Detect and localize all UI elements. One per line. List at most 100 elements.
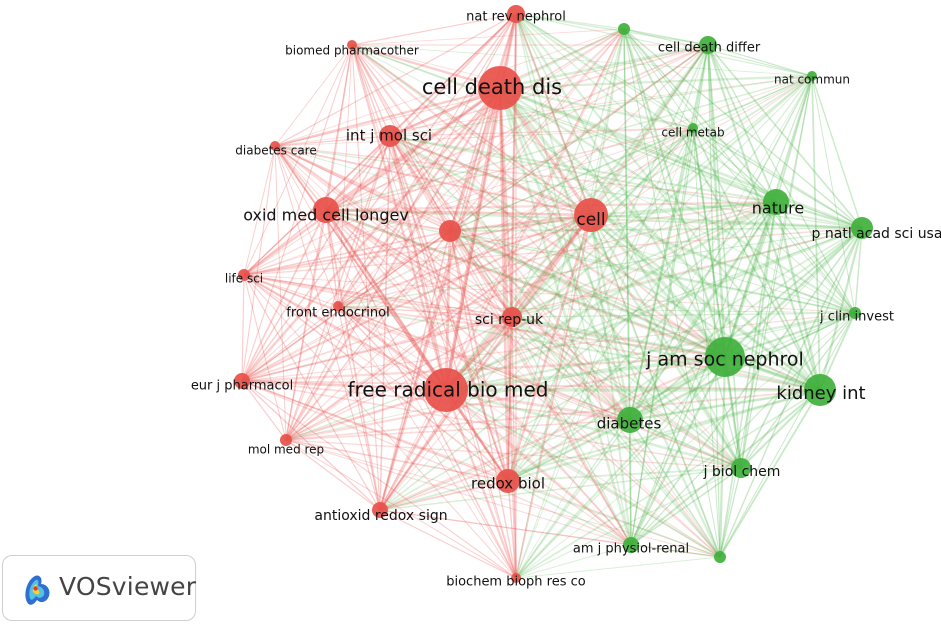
edge-diabetes-care--biochem-bioph-res-co <box>274 145 517 579</box>
edge-sci-rep-uk--j-am-soc-nephrol <box>511 315 726 359</box>
edge-front-endocrinol--redox-biol <box>337 305 509 482</box>
edge-nat-rev-nephrol--cell <box>514 13 593 216</box>
edge-diabetes-care--j-am-soc-nephrol <box>274 145 726 358</box>
edge-p-natl-acad-sci-usa--j-biol-chem <box>740 227 863 469</box>
vosviewer-brand-text: VOSviewer <box>59 572 197 601</box>
node-redox-biol[interactable] <box>496 469 520 493</box>
edge-life-sci--biochem-bioph-res-co <box>243 274 517 579</box>
node-life-sci[interactable] <box>238 269 250 281</box>
edge-cell-death-dis--diabetes <box>498 87 632 421</box>
edge-int-j-mol-sci--eur-j-pharmacol <box>241 135 391 382</box>
edge-j-biol-chem--am-j-physiol-renal <box>630 467 742 546</box>
edge-unlabeled-green-top--nat-commun <box>623 28 813 77</box>
node-eur-j-pharmacol[interactable] <box>234 373 250 389</box>
edge-cell-metab--p-natl-acad-sci-usa <box>692 127 863 229</box>
edge-biochem-bioph-res-co--j-biol-chem <box>515 467 742 579</box>
edge-biomed-pharmacother--oxid-med-cell-longev <box>325 44 353 211</box>
edge-eur-j-pharmacol--cell-metab <box>241 127 694 382</box>
edge-sci-rep-uk--nat-commun <box>511 75 813 318</box>
edge-nat-rev-nephrol--front-endocrinol <box>337 13 517 307</box>
edge-cell-death-dis--redox-biol <box>498 87 510 482</box>
node-int-j-mol-sci[interactable] <box>379 125 401 147</box>
edge-biomed-pharmacother--front-endocrinol <box>337 44 353 307</box>
node-biomed-pharmacother[interactable] <box>347 40 357 50</box>
node-unlabeled-green-bottom[interactable] <box>714 551 726 563</box>
edge-free-radical-bio-med--am-j-physiol-renal <box>445 389 632 546</box>
edge-nat-commun--kidney-int <box>811 75 821 391</box>
node-cell[interactable] <box>574 198 608 232</box>
edge-cell-death-differ--j-biol-chem <box>707 44 742 469</box>
edge-cell-death-dis--biochem-bioph-res-co <box>498 87 518 579</box>
node-j-biol-chem[interactable] <box>731 458 751 478</box>
edge-life-sci--cell-death-differ <box>243 44 709 276</box>
node-sci-rep-uk[interactable] <box>502 307 522 327</box>
edge-cell--eur-j-pharmacol <box>241 214 592 382</box>
edge-biomed-pharmacother--unlabeled-red <box>351 44 451 232</box>
node-oxid-med-cell-longev[interactable] <box>313 197 339 223</box>
node-cell-metab[interactable] <box>688 123 698 133</box>
edge-redox-biol--antioxid-redox-sign <box>379 480 509 511</box>
edge-antioxid-redox-sign--cell-death-differ <box>379 44 709 511</box>
edge-unlabeled-green-top--diabetes <box>623 28 631 421</box>
node-mol-med-rep[interactable] <box>280 434 292 446</box>
edge-free-radical-bio-med--unlabeled-green-bottom <box>445 389 721 558</box>
edge-biomed-pharmacother--mol-med-rep <box>285 44 353 441</box>
node-diabetes[interactable] <box>617 407 643 433</box>
edge-oxid-med-cell-longev--cell <box>325 208 592 217</box>
node-nat-commun[interactable] <box>807 71 817 81</box>
node-nat-rev-nephrol[interactable] <box>507 5 525 23</box>
node-j-am-soc-nephrol[interactable] <box>705 337 745 377</box>
edge-front-endocrinol--antioxid-redox-sign <box>337 305 381 511</box>
node-j-clin-invest[interactable] <box>849 307 861 319</box>
edge-unlabeled-red--am-j-physiol-renal <box>449 230 632 546</box>
edge-sci-rep-uk--redox-biol <box>507 316 513 482</box>
node-antioxid-redox-sign[interactable] <box>372 502 388 518</box>
node-nature[interactable] <box>763 189 789 215</box>
edge-cell-death-differ--j-am-soc-nephrol <box>706 44 727 358</box>
edge-cell-death-differ--diabetes <box>629 44 709 421</box>
edge-eur-j-pharmacol--redox-biol <box>241 380 509 482</box>
edge-int-j-mol-sci--diabetes <box>389 135 631 421</box>
node-am-j-physiol-renal[interactable] <box>623 537 639 553</box>
node-kidney-int[interactable] <box>804 374 836 406</box>
edge-unlabeled-red--nat-commun <box>449 75 813 232</box>
edge-eur-j-pharmacol--j-clin-invest <box>241 312 856 382</box>
edge-nat-rev-nephrol--p-natl-acad-sci-usa <box>515 13 863 229</box>
edge-nat-commun--diabetes <box>629 75 813 421</box>
node-diabetes-care[interactable] <box>270 141 280 151</box>
edge-sci-rep-uk--unlabeled-green-bottom <box>511 316 721 558</box>
edge-int-j-mol-sci--j-am-soc-nephrol <box>389 134 726 359</box>
edge-unlabeled-green-top--nature <box>623 28 777 203</box>
edge-oxid-med-cell-longev--eur-j-pharmacol <box>241 209 327 382</box>
node-unlabeled-red[interactable] <box>439 220 461 242</box>
edge-unlabeled-red--unlabeled-green-top <box>449 28 625 232</box>
edge-cell--nature <box>590 200 777 217</box>
node-biochem-bioph-res-co[interactable] <box>511 573 521 583</box>
edge-antioxid-redox-sign--j-biol-chem <box>379 467 742 511</box>
node-free-radical-bio-med[interactable] <box>424 368 468 412</box>
edge-unlabeled-green-top--p-natl-acad-sci-usa <box>623 28 863 229</box>
label-cell-death-differ: cell death differ <box>658 41 761 56</box>
edge-sci-rep-uk--j-clin-invest <box>511 312 856 318</box>
edge-biochem-bioph-res-co--cell-death-differ <box>515 44 709 579</box>
node-front-endocrinol[interactable] <box>333 301 343 311</box>
edge-biomed-pharmacother--redox-biol <box>351 44 509 482</box>
node-cell-death-dis[interactable] <box>478 66 522 110</box>
edge-cell--diabetes <box>589 214 632 421</box>
edge-nat-commun--j-am-soc-nephrol <box>724 75 813 358</box>
node-p-natl-acad-sci-usa[interactable] <box>851 217 873 239</box>
edge-int-j-mol-sci--unlabeled-green-bottom <box>389 135 721 558</box>
edge-free-radical-bio-med--cell-metab <box>445 127 694 391</box>
edge-biomed-pharmacother--cell-death-dis <box>351 43 501 90</box>
edge-cell-death-differ--p-natl-acad-sci-usa <box>707 44 863 229</box>
node-cell-death-differ[interactable] <box>699 36 717 54</box>
label-life-sci: life sci <box>225 272 263 286</box>
edge-eur-j-pharmacol--am-j-physiol-renal <box>241 380 632 546</box>
edge-mol-med-rep--nat-commun <box>285 75 813 441</box>
edge-nat-rev-nephrol--oxid-med-cell-longev <box>325 13 517 211</box>
node-unlabeled-green-top[interactable] <box>618 23 630 35</box>
edge-nature--diabetes <box>629 201 777 421</box>
edge-oxid-med-cell-longev--mol-med-rep <box>285 209 327 441</box>
edge-oxid-med-cell-longev--unlabeled-red <box>325 209 451 232</box>
edge-antioxid-redox-sign--unlabeled-green-top <box>379 28 625 511</box>
